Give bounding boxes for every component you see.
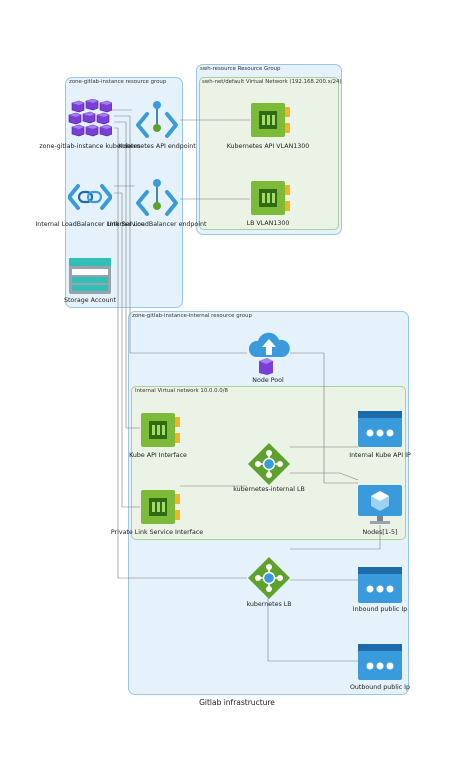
kube-api-iface-label: Kube API Interface [129,452,187,459]
load-balancer-icon[interactable] [247,556,291,600]
load-balancer-icon[interactable] [247,442,291,486]
vnet-swh-default-label: swh-net/default Virtual Network (192.168… [202,79,342,85]
edge-nodepool-to-nodes [290,352,358,484]
public-ip-icon[interactable] [358,567,402,603]
edge-k8s-to-nodepool [114,115,247,354]
node-pool-icon[interactable] [247,331,291,375]
edge-nodes-to-k8s-lb [290,525,381,550]
private-endpoint-icon[interactable] [135,100,179,142]
group-zone-gitlab-instance-label: zone-gitlab-instance resource group [69,79,167,85]
k8s-lb-label: kubernetes LB [246,601,292,608]
inbound-ip-label: Inbound public Ip [352,606,408,613]
edge-k8s-lb-to-outbound [267,598,358,662]
network-interface-icon[interactable] [140,488,180,526]
internal-kube-ip-label: Internal Kube API IP [349,452,411,459]
private-endpoint-icon[interactable] [135,178,179,220]
internal-lb-label: kubernetes-internal LB [233,486,305,493]
lb-vlan-label: LB VLAN1300 [246,220,290,227]
public-ip-icon[interactable] [358,411,402,447]
node-pool-label: Node Pool [252,377,284,384]
network-interface-icon[interactable] [140,411,180,449]
kubernetes-cluster-label: zone-gitlab-instance kubernetes [39,143,141,150]
edge-k8s-to-kubeapi-iface [114,121,140,429]
lb-endpoint-label: Internal LoadBalancer endpoint [107,221,207,228]
group-swh-resource-label: swh-resource Resource Group [200,66,281,72]
k8s-api-vlan-label: Kubernetes API VLAN1300 [226,143,310,150]
virtual-machine-icon[interactable] [358,485,402,525]
private-link-iface-label: Private Link Service Interface [110,529,204,536]
public-ip-icon[interactable] [358,644,402,680]
group-internal-label: zone-gitlab-instance-internal resource g… [132,313,252,319]
nodes-label: Nodes[1-5] [362,529,398,536]
edge-k8s-to-k8s-lb [114,127,247,579]
private-link-service-icon[interactable] [67,182,113,212]
lb-link-service-label: Internal LoadBalancer Link Service [35,221,145,228]
storage-account-label: Storage Account [63,297,117,304]
edge-internal-lb-to-nodes [290,472,359,481]
storage-account-icon[interactable] [69,258,111,294]
outbound-ip-label: Outbound public Ip [349,684,411,691]
diagram-caption: Gitlab infrastructure [199,698,275,707]
network-interface-icon[interactable] [250,179,290,217]
vnet-internal-label: Internal Virtual network 10.0.0.0/8 [135,388,228,394]
network-interface-icon[interactable] [250,101,290,139]
kubernetes-cluster-icon[interactable] [68,98,113,141]
k8s-api-endpoint-label: Kubernetes API endpoint [118,143,196,150]
